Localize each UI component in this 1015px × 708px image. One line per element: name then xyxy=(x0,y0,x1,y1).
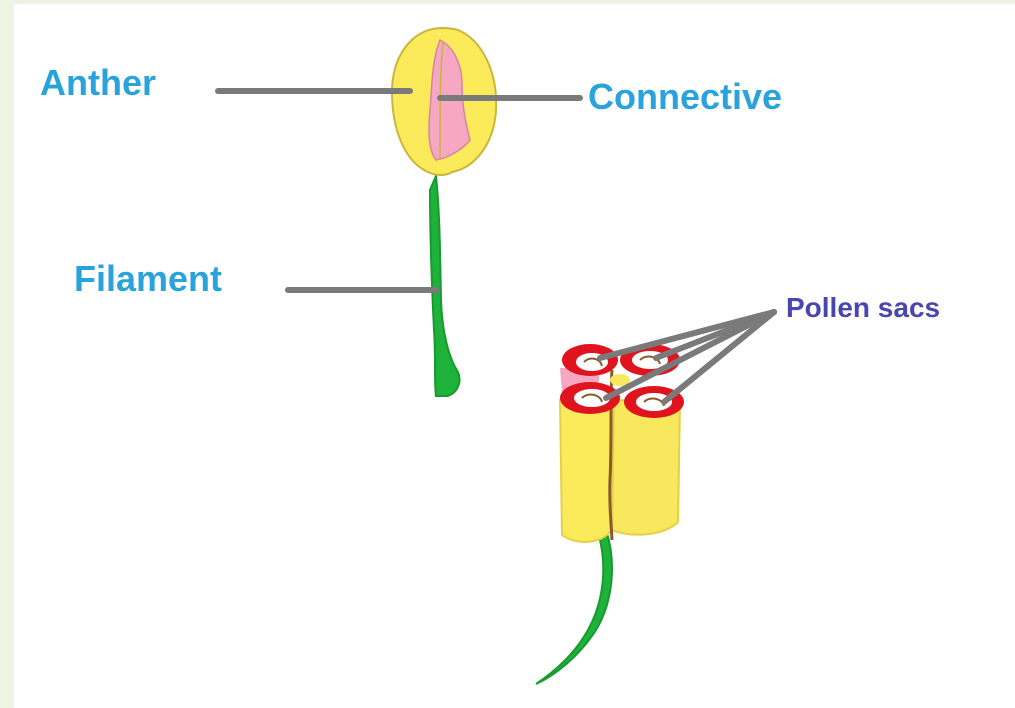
pollen-sac-top-left xyxy=(562,344,618,376)
anther-lobe-right xyxy=(612,400,680,535)
label-connective: Connective xyxy=(588,76,782,118)
label-anther: Anther xyxy=(40,62,156,104)
filament-lower xyxy=(536,530,612,684)
anther-lobe-left xyxy=(560,400,614,542)
label-filament: Filament xyxy=(74,258,222,300)
filament-upper xyxy=(430,176,460,396)
label-pollen-sacs: Pollen sacs xyxy=(786,292,940,324)
